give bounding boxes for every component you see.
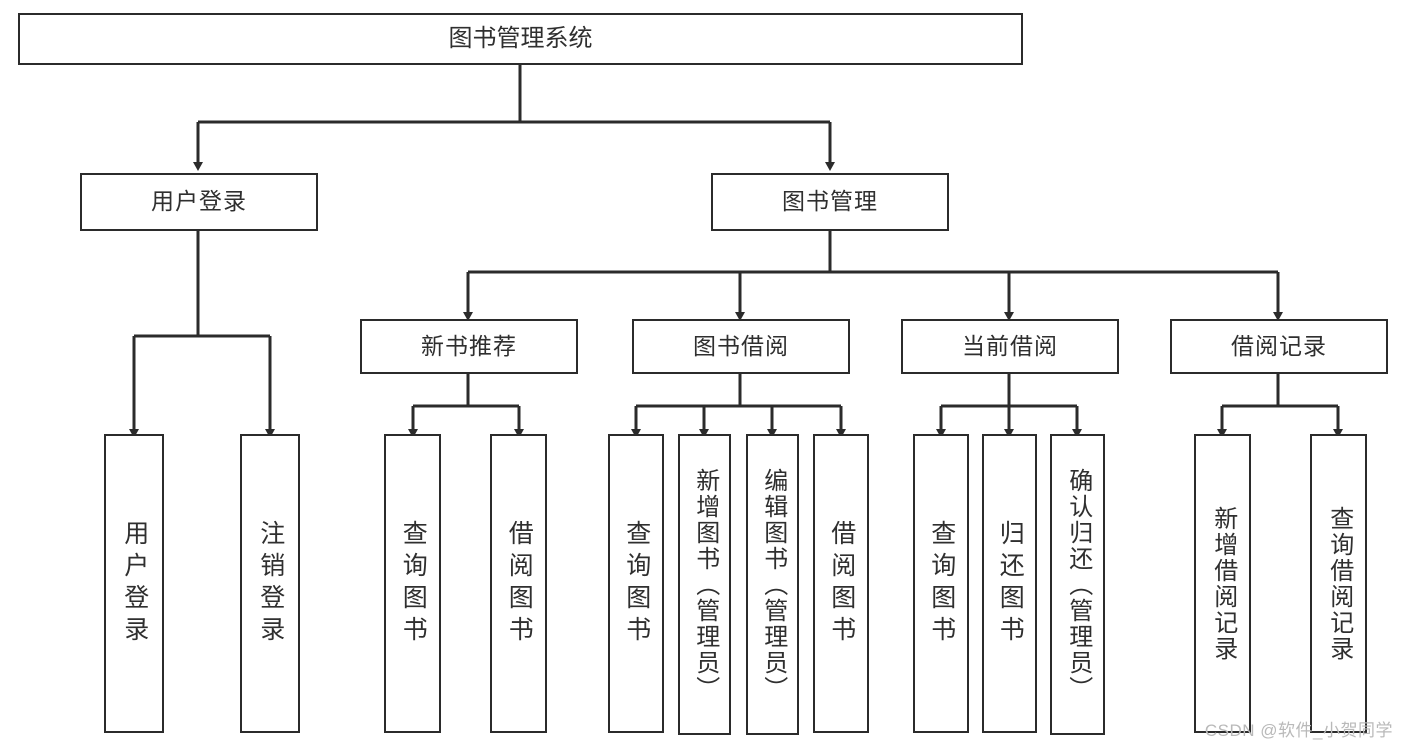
leaf-borrow-query-book[interactable]: 查询图书	[608, 434, 664, 733]
leaf-borrow-add-book-admin[interactable]: 新增图书（管理员）	[678, 434, 731, 735]
leaf-record-query-record[interactable]: 查询借阅记录	[1310, 434, 1367, 733]
leaf-current-return-book[interactable]: 归还图书	[982, 434, 1037, 733]
node-new-book-recommend[interactable]: 新书推荐	[360, 319, 578, 374]
leaf-user-login-login[interactable]: 用户登录	[104, 434, 164, 733]
leaf-recommend-query-book[interactable]: 查询图书	[384, 434, 441, 733]
leaf-user-login-logout[interactable]: 注销登录	[240, 434, 300, 733]
leaf-borrow-borrow-book[interactable]: 借阅图书	[813, 434, 869, 733]
node-book-borrow[interactable]: 图书借阅	[632, 319, 850, 374]
leaf-borrow-edit-book-admin[interactable]: 编辑图书（管理员）	[746, 434, 799, 735]
node-book-management[interactable]: 图书管理	[711, 173, 949, 231]
node-user-login[interactable]: 用户登录	[80, 173, 318, 231]
node-root-system[interactable]: 图书管理系统	[18, 13, 1023, 65]
leaf-recommend-borrow-book[interactable]: 借阅图书	[490, 434, 547, 733]
watermark-text: CSDN @软件_小贺同学	[1204, 721, 1393, 740]
leaf-current-query-book[interactable]: 查询图书	[913, 434, 969, 733]
leaf-current-confirm-return-admin[interactable]: 确认归还（管理员）	[1050, 434, 1105, 735]
node-borrow-record[interactable]: 借阅记录	[1170, 319, 1388, 374]
leaf-record-add-record[interactable]: 新增借阅记录	[1194, 434, 1251, 733]
node-current-borrow[interactable]: 当前借阅	[901, 319, 1119, 374]
